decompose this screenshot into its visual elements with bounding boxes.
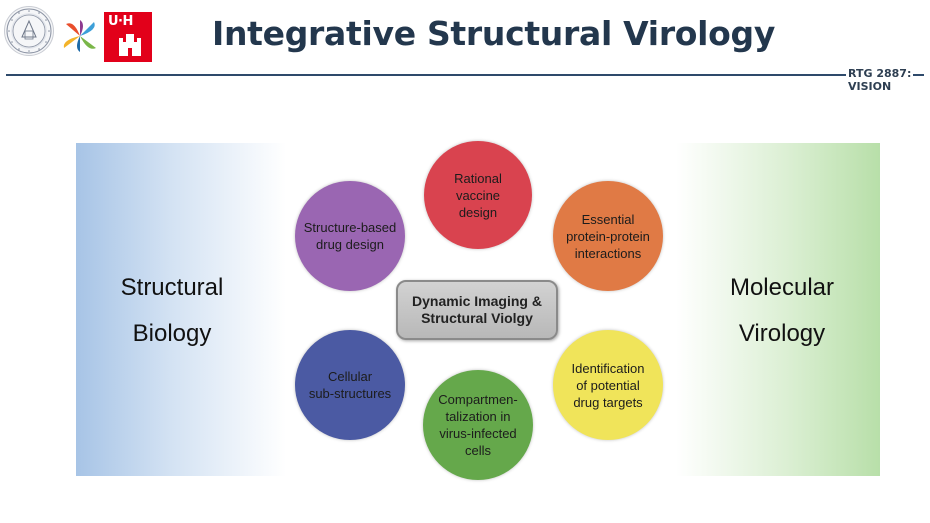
structural-biology-label: Structural Biology bbox=[120, 274, 224, 347]
circle-cellular-substructures: Cellular sub-structures bbox=[295, 330, 405, 440]
circle-rational-vaccine-design: Rational vaccine design bbox=[424, 141, 532, 249]
uhh-logo: U·H bbox=[104, 12, 152, 62]
rtg-label-line-2: VISION bbox=[848, 80, 892, 93]
university-seal-logo bbox=[4, 6, 54, 56]
center-dynamic-imaging-box: Dynamic Imaging & Structural Violgy bbox=[396, 280, 558, 340]
header-divider bbox=[6, 74, 924, 76]
structural-biology-panel bbox=[76, 143, 286, 476]
circle-structure-based-drug-design: Structure-based drug design bbox=[295, 181, 405, 291]
circle-drug-targets: Identification of potential drug targets bbox=[553, 330, 663, 440]
rtg-label-line-1: RTG 2887: bbox=[848, 67, 912, 80]
uhh-logo-text: U·H bbox=[108, 14, 133, 29]
rtg-label: RTG 2887: VISION bbox=[846, 66, 914, 93]
pinwheel-logo bbox=[60, 18, 100, 54]
circle-compartmentalization: Compartmen- talization in virus-infected… bbox=[423, 370, 533, 480]
circle-protein-interactions: Essential protein-protein interactions bbox=[553, 181, 663, 291]
molecular-virology-panel bbox=[676, 143, 880, 476]
castle-icon bbox=[119, 34, 141, 56]
page-title: Integrative Structural Virology bbox=[212, 14, 776, 53]
molecular-virology-label: Molecular Virology bbox=[729, 274, 835, 347]
